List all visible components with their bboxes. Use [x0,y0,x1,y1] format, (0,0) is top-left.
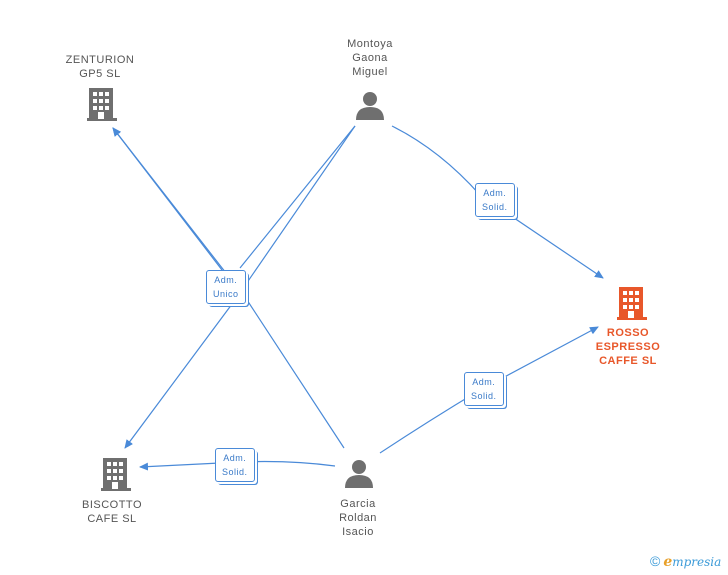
edge-label-line: Adm. [472,377,496,387]
copyright-icon: © [650,553,661,569]
node-label-line: Garcia [340,498,376,510]
node-label-line: ESPRESSO [595,341,661,353]
edge-label-garcia-rosso[interactable]: Adm. Solid. [464,372,504,406]
node-label-line: CAFE SL [87,513,137,525]
brand-logo: empresia [663,554,722,570]
edge-label-montoya-rosso[interactable]: Adm. Solid. [475,183,515,217]
edge-label-line: Unico [213,289,239,299]
node-label-rosso[interactable]: ROSSO ESPRESSO CAFFE SL [588,326,668,368]
node-label-line: Gaona [352,52,388,64]
footer-brand[interactable]: ©empresia [650,553,721,570]
edge-label-line: Adm. [214,275,238,285]
node-label-line: Miguel [352,66,388,78]
person-icon[interactable] [345,460,373,488]
edge-label-garcia-biscotto[interactable]: Adm. Solid. [215,448,255,482]
node-label-line: BISCOTTO [81,499,143,511]
edge-label-line: Solid. [222,467,248,477]
node-label-line: ZENTURION [65,54,135,66]
node-label-zenturion[interactable]: ZENTURION GP5 SL [60,53,140,81]
node-label-line: ROSSO [606,327,650,339]
edges [112,126,604,471]
node-label-line: Roldan [339,512,377,524]
edge-label-line: Solid. [471,391,497,401]
node-label-garcia[interactable]: Garcia Roldan Isacio [318,497,398,539]
edge-label-line: Adm. [483,188,507,198]
person-icon[interactable] [356,92,384,120]
node-label-line: GP5 SL [79,68,121,80]
building-icon-focus[interactable] [617,287,647,320]
edge-label-line: Solid. [482,202,508,212]
building-icon[interactable] [87,88,117,121]
node-label-montoya[interactable]: Montoya Gaona Miguel [330,37,410,79]
edge-garcia-zenturion[interactable] [112,127,345,449]
edge-montoya-zenturion[interactable] [113,126,356,271]
node-label-biscotto[interactable]: BISCOTTO CAFE SL [72,498,152,526]
building-icon[interactable] [101,458,131,491]
edge-label-center[interactable]: Adm. Unico [206,270,246,304]
node-label-line: CAFFE SL [599,355,657,367]
edge-label-line: Adm. [223,453,247,463]
node-label-line: Montoya [347,38,393,50]
node-label-line: Isacio [342,526,374,538]
